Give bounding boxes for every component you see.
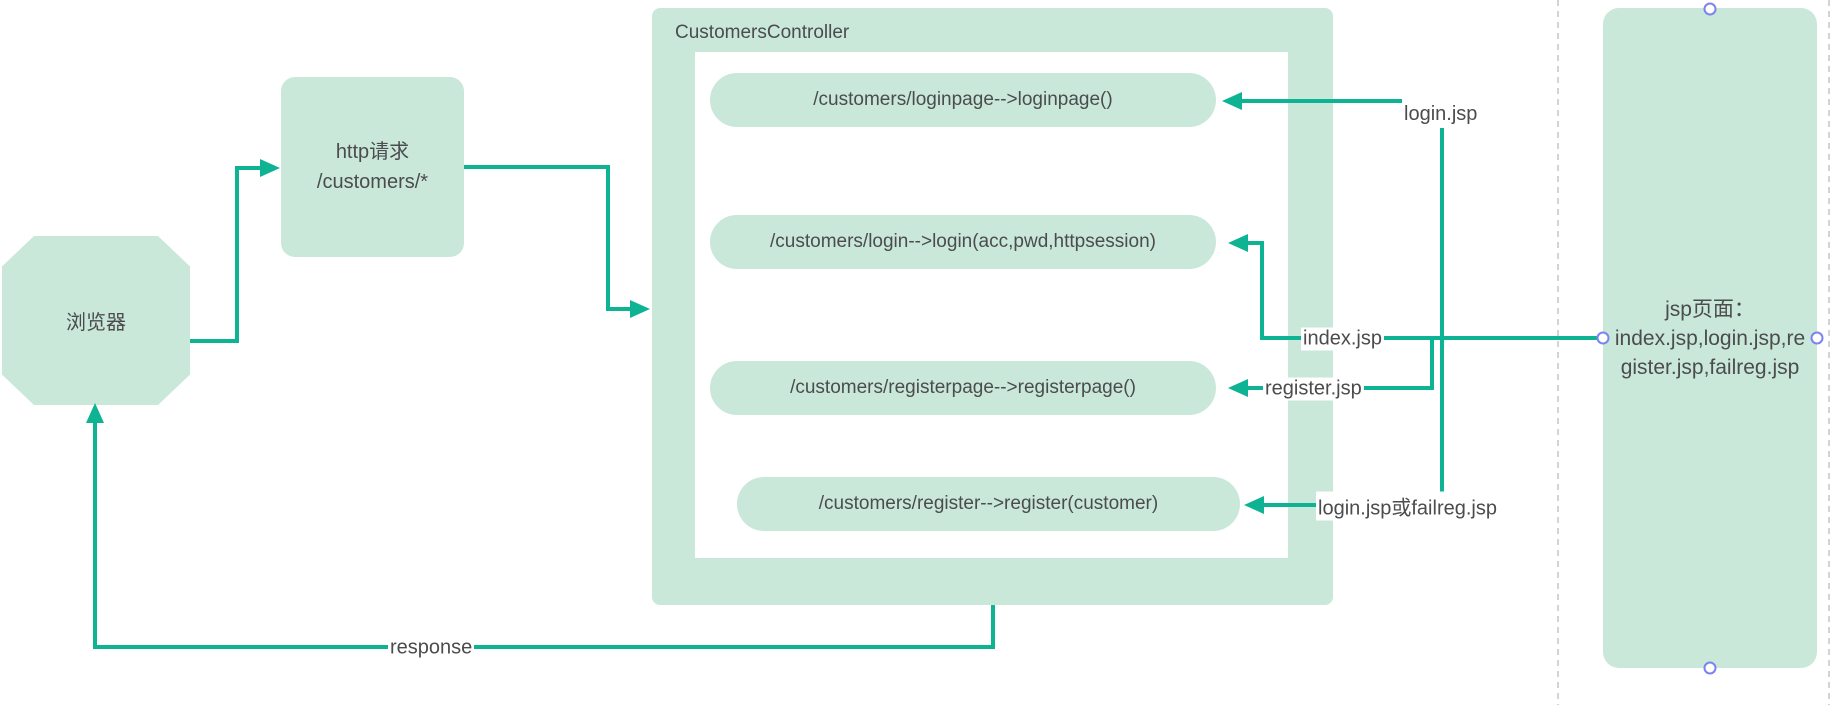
arrowhead-into-http [260, 159, 280, 177]
route-login-label: /customers/login-->login(acc,pwd,httpses… [770, 231, 1156, 252]
jsp-pages-node[interactable]: jsp页面： index.jsp,login.jsp,re gister.jsp… [1603, 8, 1817, 668]
edge-browser-to-http[interactable] [190, 166, 262, 343]
route-pill-loginpage[interactable]: /customers/loginpage-->loginpage() [710, 73, 1216, 127]
route-pill-login[interactable]: /customers/login-->login(acc,pwd,httpses… [710, 215, 1216, 269]
route-loginpage-label: /customers/loginpage-->loginpage() [813, 89, 1113, 110]
edge-label-login-or-failreg[interactable]: login.jsp或failreg.jsp [1316, 491, 1499, 521]
browser-octagon-node[interactable]: 浏览器 [2, 236, 190, 405]
edge-http-to-controller[interactable] [464, 165, 632, 311]
route-registerpage-label: /customers/registerpage-->registerpage() [790, 377, 1136, 398]
edge-label-indexjsp[interactable]: index.jsp [1301, 327, 1384, 351]
jsp-pages-label: jsp页面： index.jsp,login.jsp,re gister.jsp… [1614, 297, 1806, 379]
http-request-label: http请求 /customers/* [316, 141, 429, 193]
route-register-label: /customers/register-->register(customer) [818, 493, 1159, 514]
edge-label-response[interactable]: response [388, 636, 475, 660]
controller-title: CustomersController [675, 22, 850, 43]
edge-label-loginjsp[interactable]: login.jsp [1402, 103, 1480, 126]
http-request-node[interactable]: http请求 /customers/* [281, 77, 464, 257]
browser-label: 浏览器 [66, 312, 126, 334]
arrowhead-into-controller [630, 300, 650, 318]
route-pill-registerpage[interactable]: /customers/registerpage-->registerpage() [710, 361, 1216, 415]
arrowhead-into-browser [86, 403, 104, 423]
edge-label-registerjsp[interactable]: register.jsp [1263, 377, 1364, 401]
route-pill-register[interactable]: /customers/register-->register(customer) [737, 477, 1240, 531]
